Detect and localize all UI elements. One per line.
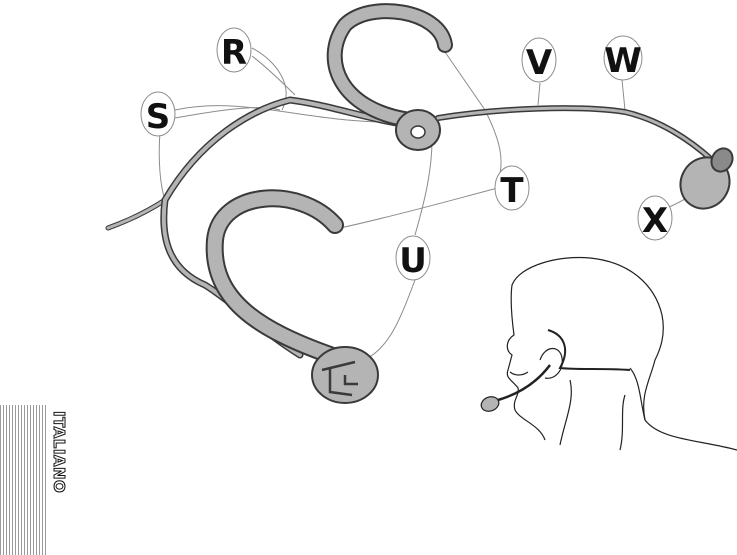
callout-v: V — [522, 38, 556, 83]
ear-piece — [312, 347, 378, 403]
callout-x-label: X — [642, 201, 668, 241]
callout-w: W — [604, 36, 642, 81]
language-tab-stripes — [0, 405, 48, 555]
headset-neckband — [164, 100, 410, 355]
callout-u-label: U — [399, 241, 427, 281]
callout-t: T — [495, 166, 529, 211]
callout-s-label: S — [146, 97, 171, 137]
language-tab-label: ITALIANO — [48, 411, 68, 551]
callout-x: X — [638, 196, 672, 241]
head-mic-capsule — [479, 394, 501, 413]
head-wearing-headset-illustration — [479, 257, 737, 450]
callout-r-label: R — [221, 33, 247, 73]
callout-u: U — [396, 236, 430, 281]
callout-s: S — [141, 92, 175, 137]
callout-t-label: T — [500, 171, 524, 211]
callout-r: R — [217, 28, 251, 73]
microphone-boom — [438, 108, 712, 160]
head-headset-boom — [498, 365, 550, 400]
callout-v-label: V — [526, 43, 553, 83]
language-tab: ITALIANO — [0, 405, 68, 555]
callout-w-label: W — [604, 41, 642, 81]
